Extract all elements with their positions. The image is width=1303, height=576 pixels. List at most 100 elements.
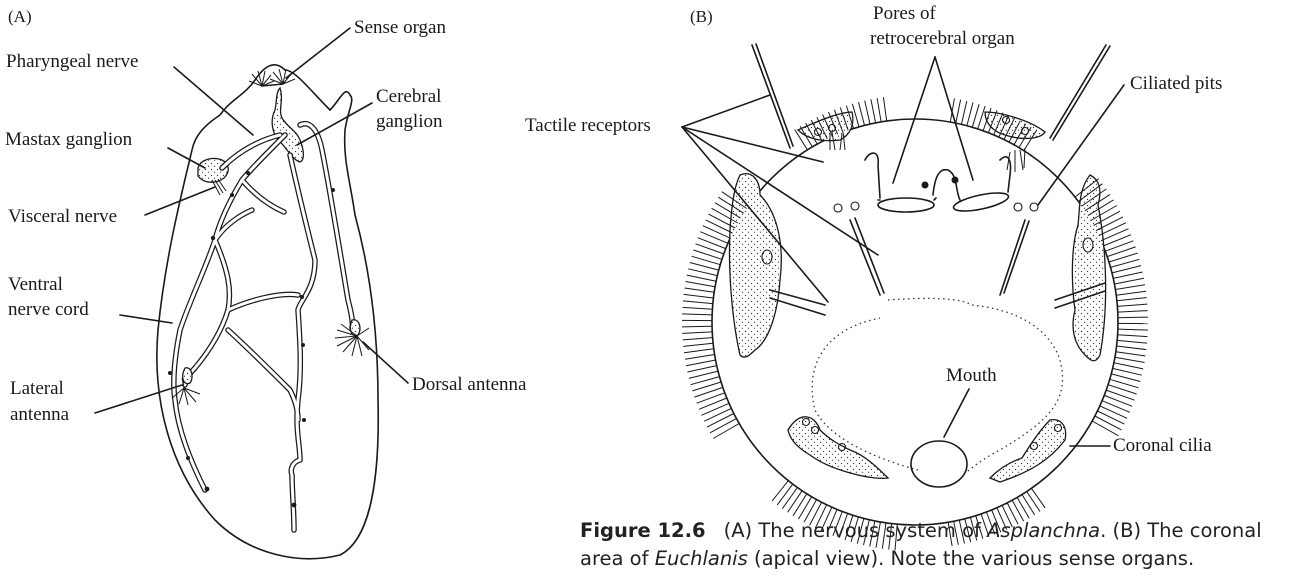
panel-b-drawing (681, 43, 1149, 551)
cilium (698, 397, 727, 410)
cilium (682, 313, 713, 316)
cilium (691, 255, 721, 266)
cilium (1011, 499, 1025, 522)
cilium (863, 519, 870, 546)
cilium (814, 504, 828, 529)
cilium (894, 524, 898, 551)
cilium (998, 115, 1010, 138)
label-tactile-receptors: Tactile receptors (525, 115, 651, 136)
cilium (686, 274, 717, 282)
cilium (991, 509, 1002, 533)
panel-a-leader-lines (94, 27, 409, 414)
cilium (685, 281, 716, 288)
cilium (718, 196, 744, 214)
label-ciliated-pits: Ciliated pits (1130, 73, 1223, 94)
retrocerebral-organ-shapes (864, 152, 1012, 213)
cilium (683, 348, 714, 354)
cilium (955, 99, 962, 124)
cilium (875, 521, 881, 548)
cilium (693, 249, 723, 260)
cilium (1091, 420, 1119, 437)
coronal-cilia-fringe (681, 97, 1149, 551)
cilium (869, 520, 876, 547)
cilium (1103, 234, 1132, 247)
cilium (1018, 126, 1032, 148)
sense-organ-tufts (248, 68, 296, 87)
label-cerebral-ganglion-line1: Cerebral (376, 86, 442, 107)
cilium (822, 114, 833, 137)
cilium (1078, 183, 1103, 202)
cilium (682, 306, 713, 310)
cilium (1107, 384, 1137, 395)
asplanchna-body-outline (156, 64, 380, 560)
cilium (797, 496, 813, 520)
cilium (682, 331, 713, 334)
cilium (832, 511, 843, 536)
cilium (876, 98, 882, 122)
cilium (776, 483, 794, 506)
cilium (799, 125, 813, 148)
cilium (1115, 351, 1146, 357)
cilium (692, 381, 722, 392)
figure-caption: Figure 12.6(A) The nervous system of Asp… (580, 517, 1300, 573)
caption-line-1: Figure 12.6(A) The nervous system of Asp… (580, 517, 1300, 545)
label-dorsal-antenna: Dorsal antenna (412, 374, 527, 395)
cilium (705, 219, 733, 234)
cilium (696, 392, 725, 404)
label-lateral-antenna-line1: Lateral (10, 378, 64, 399)
cerebral-ganglion-shape (271, 86, 305, 163)
cilium (714, 202, 741, 219)
cilium (1105, 240, 1134, 252)
cilium (949, 98, 955, 123)
cilium (953, 521, 959, 545)
cilium (781, 487, 798, 509)
cilium (839, 107, 849, 131)
cilium (1097, 410, 1125, 425)
lateral-antenna-shape (171, 367, 201, 406)
cilium (964, 518, 972, 543)
cilium (1114, 277, 1144, 285)
cilium (1030, 488, 1046, 509)
cilium (1117, 316, 1148, 319)
label-pores-line2: retrocerebral organ (870, 28, 1015, 49)
cilium (1095, 216, 1124, 231)
cilium (966, 102, 974, 126)
cilium (1001, 505, 1013, 528)
caption-species-b: Euchlanis (654, 547, 748, 570)
mastax-ganglion-shape (197, 157, 229, 183)
label-ventral-nerve-cord-line1: Ventral (8, 274, 63, 295)
cilium (975, 515, 984, 539)
cilium (697, 237, 726, 250)
panel-a-drawing (94, 27, 409, 560)
cilium (1008, 120, 1021, 143)
cilium (969, 517, 978, 541)
cilium (1106, 389, 1135, 401)
cilium (1111, 373, 1141, 382)
cilium (851, 103, 860, 128)
cilium (695, 243, 724, 255)
cilium (1109, 378, 1139, 389)
cilium (870, 99, 877, 123)
label-coronal-cilia: Coronal cilia (1113, 435, 1212, 456)
cilium (1074, 178, 1099, 198)
label-mouth: Mouth (946, 365, 997, 386)
cilium (820, 506, 833, 532)
cilium (1115, 284, 1146, 290)
cilium (1016, 497, 1030, 519)
cilium (858, 101, 865, 126)
cilium (1108, 252, 1138, 263)
cilium (864, 100, 871, 125)
cilium (810, 119, 823, 142)
nerve-network (168, 121, 356, 533)
cilium (683, 342, 714, 347)
cilium (982, 108, 992, 131)
label-pharyngeal-nerve: Pharyngeal nerve (6, 51, 139, 72)
cilium (1026, 491, 1041, 512)
cilium (1107, 246, 1136, 258)
cilium (826, 509, 838, 534)
cilium (682, 325, 713, 328)
tactile-receptors-shapes (751, 43, 1111, 316)
cilium (1114, 356, 1145, 363)
cilium (792, 493, 808, 517)
